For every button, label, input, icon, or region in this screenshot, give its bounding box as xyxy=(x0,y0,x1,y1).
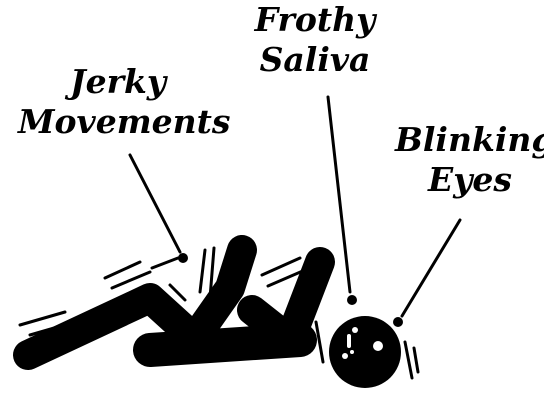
label-frothy-saliva: Frothy Saliva xyxy=(245,0,385,80)
seizure-figure xyxy=(28,250,320,355)
label-jerky-line1: Jerky xyxy=(18,62,218,102)
pointer-dot-blinking xyxy=(393,317,403,327)
label-blinking-eyes: Blinking Eyes xyxy=(395,120,544,200)
label-frothy-line1: Frothy xyxy=(245,0,385,40)
saliva-dot-3 xyxy=(350,350,354,354)
label-frothy-line2: Saliva xyxy=(245,40,385,80)
saliva-mark-1 xyxy=(347,334,351,348)
label-blinking-line2: Eyes xyxy=(395,160,544,200)
saliva-dot-2 xyxy=(342,353,348,359)
label-jerky-movements: Jerky Movements xyxy=(18,62,218,142)
saliva-dot-1 xyxy=(352,327,358,333)
label-blinking-line1: Blinking xyxy=(395,120,544,160)
pointer-blinking xyxy=(402,220,460,316)
pointer-dot-frothy xyxy=(347,295,357,305)
label-jerky-line2: Movements xyxy=(18,102,218,142)
eye-dot xyxy=(373,341,383,351)
pointer-jerky xyxy=(130,155,180,252)
figure-head xyxy=(329,316,401,388)
